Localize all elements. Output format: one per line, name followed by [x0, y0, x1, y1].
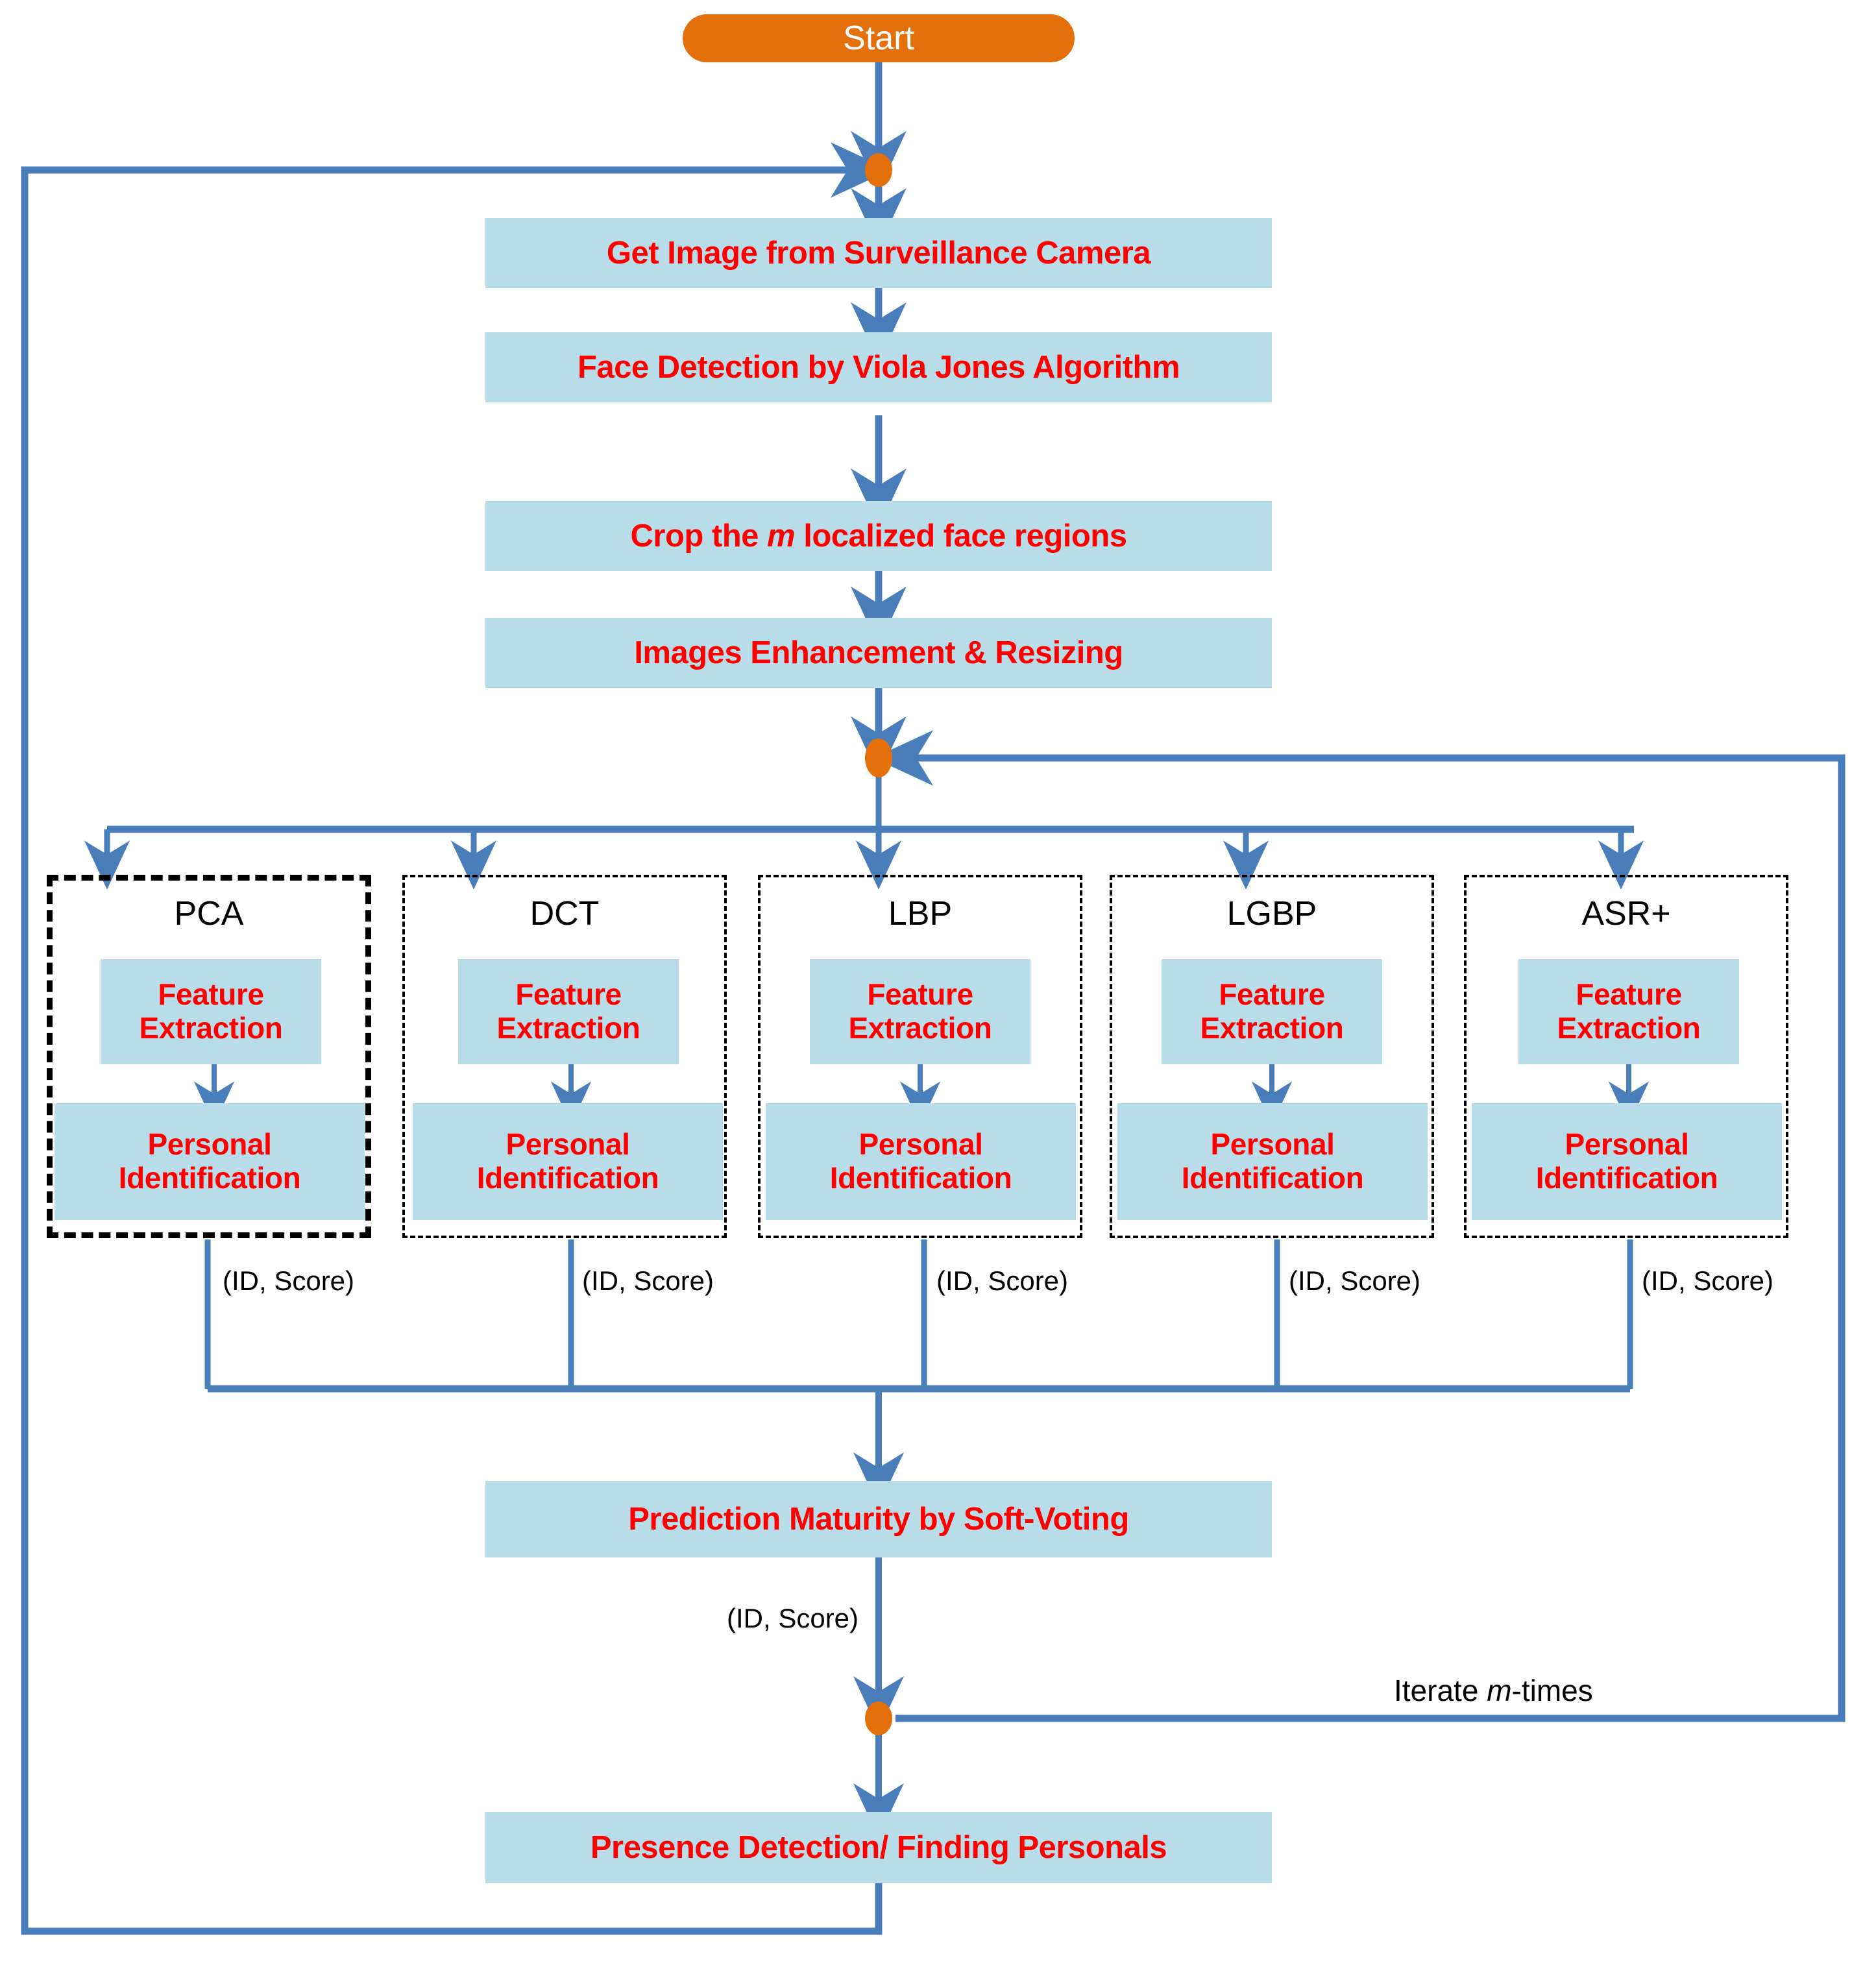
process-crop[interactable]: Crop the m localized face regions	[485, 501, 1272, 571]
method-title-lbp-label: LBP	[888, 895, 953, 933]
method-title-lgbp-label: LGBP	[1226, 895, 1317, 933]
asr-feature-extraction[interactable]: Feature Extraction	[1518, 959, 1739, 1064]
dct-output-label: (ID, Score)	[582, 1265, 714, 1297]
process-face-detection-label: Face Detection by Viola Jones Algorithm	[577, 350, 1180, 385]
process-crop-label: Crop the m localized face regions	[631, 518, 1127, 554]
lgbp-identify-line1: Personal	[1210, 1127, 1335, 1162]
start-node[interactable]: Start	[683, 14, 1075, 62]
lbp-output-label: (ID, Score)	[936, 1265, 1068, 1297]
method-title-dct-label: DCT	[530, 895, 600, 933]
crop-label-italic: m	[767, 519, 796, 554]
method-title-asr-label: ASR+	[1581, 895, 1671, 933]
method-group-asr[interactable]	[1464, 875, 1788, 1238]
pca-identify-line2: Identification	[118, 1161, 301, 1195]
method-title-pca: PCA	[47, 894, 371, 933]
asr-personal-identification[interactable]: Personal Identification	[1472, 1103, 1782, 1220]
method-title-asr: ASR+	[1464, 894, 1788, 933]
lbp-feature-line1: Feature	[867, 977, 973, 1012]
asr-output-label-text: (ID, Score)	[1642, 1265, 1774, 1296]
method-title-lbp: LBP	[758, 894, 1082, 933]
lbp-identify-line2: Identification	[829, 1161, 1012, 1195]
iterate-label: Iterate m-times	[1394, 1673, 1593, 1708]
process-face-detection[interactable]: Face Detection by Viola Jones Algorithm	[485, 332, 1272, 402]
lbp-feature-line2: Extraction	[848, 1011, 992, 1045]
dct-feature-extraction[interactable]: Feature Extraction	[458, 959, 679, 1064]
process-get-image-label: Get Image from Surveillance Camera	[606, 236, 1151, 271]
process-enhance-label: Images Enhancement & Resizing	[634, 635, 1123, 670]
junction-dot-a	[865, 153, 892, 187]
asr-output-label: (ID, Score)	[1642, 1265, 1773, 1297]
iterate-label-pre: Iterate	[1394, 1674, 1487, 1707]
process-presence-detection-label: Presence Detection/ Finding Personals	[590, 1830, 1167, 1865]
process-soft-voting[interactable]: Prediction Maturity by Soft-Voting	[485, 1481, 1272, 1557]
pca-feature-line2: Extraction	[139, 1011, 283, 1045]
method-title-pca-label: PCA	[174, 895, 244, 933]
dct-feature-line2: Extraction	[496, 1011, 640, 1045]
method-group-lgbp[interactable]	[1110, 875, 1434, 1238]
lgbp-feature-line2: Extraction	[1200, 1011, 1344, 1045]
method-group-pca[interactable]	[47, 875, 371, 1238]
lbp-personal-identification[interactable]: Personal Identification	[766, 1103, 1076, 1220]
lgbp-output-label-text: (ID, Score)	[1289, 1265, 1421, 1296]
dct-personal-identification[interactable]: Personal Identification	[413, 1103, 723, 1220]
pca-feature-extraction[interactable]: Feature Extraction	[101, 959, 321, 1064]
dct-output-label-text: (ID, Score)	[582, 1265, 714, 1296]
method-title-dct: DCT	[402, 894, 727, 933]
process-presence-detection[interactable]: Presence Detection/ Finding Personals	[485, 1812, 1272, 1883]
method-group-dct[interactable]	[402, 875, 727, 1238]
process-get-image[interactable]: Get Image from Surveillance Camera	[485, 218, 1272, 288]
start-label: Start	[843, 19, 914, 57]
lbp-output-label-text: (ID, Score)	[936, 1265, 1069, 1296]
lgbp-feature-extraction[interactable]: Feature Extraction	[1162, 959, 1382, 1064]
asr-feature-line2: Extraction	[1557, 1011, 1701, 1045]
crop-label-pre: Crop the	[630, 519, 768, 554]
voting-output-label-text: (ID, Score)	[727, 1603, 859, 1633]
method-title-lgbp: LGBP	[1110, 894, 1434, 933]
method-group-lbp[interactable]	[758, 875, 1082, 1238]
dct-identify-line1: Personal	[506, 1127, 630, 1162]
asr-identify-line1: Personal	[1565, 1127, 1689, 1162]
pca-output-label: (ID, Score)	[223, 1265, 354, 1297]
iterate-label-italic: m	[1487, 1674, 1512, 1707]
pca-personal-identification[interactable]: Personal Identification	[55, 1103, 365, 1220]
asr-identify-line2: Identification	[1535, 1161, 1718, 1195]
crop-label-post: localized face regions	[795, 519, 1127, 554]
iterate-label-post: -times	[1511, 1674, 1593, 1707]
junction-dot-b	[865, 738, 892, 777]
pca-feature-line1: Feature	[158, 977, 264, 1012]
dct-identify-line2: Identification	[476, 1161, 659, 1195]
process-enhance[interactable]: Images Enhancement & Resizing	[485, 618, 1272, 688]
lbp-feature-extraction[interactable]: Feature Extraction	[810, 959, 1030, 1064]
pca-identify-line1: Personal	[147, 1127, 272, 1162]
junction-dot-c	[865, 1702, 892, 1735]
lgbp-personal-identification[interactable]: Personal Identification	[1117, 1103, 1428, 1220]
pca-output-label-text: (ID, Score)	[223, 1265, 355, 1296]
asr-feature-line1: Feature	[1576, 977, 1682, 1012]
lgbp-identify-line2: Identification	[1181, 1161, 1364, 1195]
lgbp-output-label: (ID, Score)	[1289, 1265, 1420, 1297]
dct-feature-line1: Feature	[515, 977, 622, 1012]
voting-output-label: (ID, Score)	[727, 1603, 859, 1634]
lbp-identify-line1: Personal	[859, 1127, 983, 1162]
process-soft-voting-label: Prediction Maturity by Soft-Voting	[628, 1502, 1129, 1537]
lgbp-feature-line1: Feature	[1219, 977, 1325, 1012]
